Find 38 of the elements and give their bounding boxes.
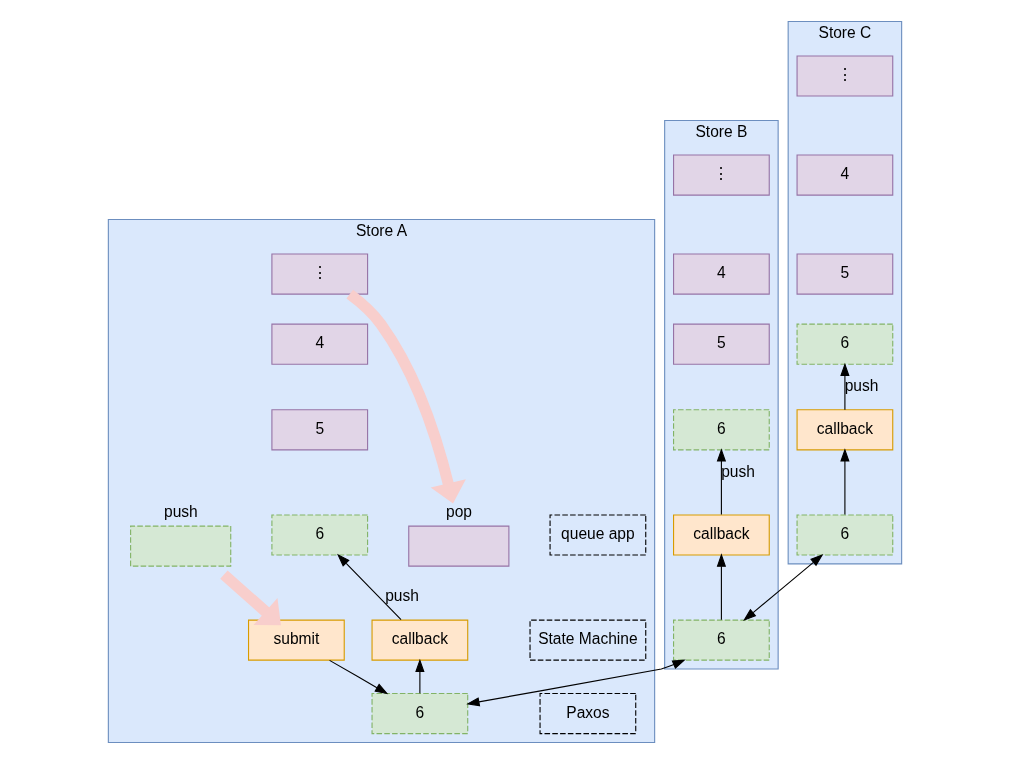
arrow bbox=[415, 658, 425, 694]
node-box: 4 bbox=[271, 323, 369, 365]
node-box: 4 bbox=[796, 154, 894, 196]
node-box: 5 bbox=[796, 253, 894, 295]
edge-label: push bbox=[385, 587, 419, 605]
node-box: 5 bbox=[271, 409, 369, 451]
node-box: callback bbox=[796, 409, 894, 451]
node-box: submit bbox=[248, 619, 345, 661]
node-box: 6 bbox=[271, 514, 369, 556]
node-box: queue app bbox=[549, 514, 647, 556]
node-box: ⋮ bbox=[673, 154, 770, 196]
node-box: 6 bbox=[673, 619, 770, 661]
node-label: push bbox=[163, 503, 198, 521]
node-box: 4 bbox=[673, 253, 770, 295]
arrow bbox=[743, 554, 824, 621]
arrow bbox=[466, 659, 686, 707]
arrow bbox=[840, 448, 850, 516]
node-label: pop bbox=[446, 503, 472, 521]
edge-label: push bbox=[844, 377, 879, 395]
node-box: State Machine bbox=[529, 619, 647, 661]
node-box: Paxos bbox=[539, 692, 637, 735]
node-box: callback bbox=[673, 514, 770, 556]
node-box: 5 bbox=[673, 323, 770, 365]
arrow bbox=[716, 448, 727, 516]
node-box: callback bbox=[371, 619, 469, 661]
arrow bbox=[337, 553, 402, 621]
arrow bbox=[716, 553, 727, 621]
node-box: 6 bbox=[371, 692, 469, 735]
edge-label: push bbox=[721, 462, 755, 480]
node-box: 6 bbox=[673, 409, 770, 451]
node-box: ⋮ bbox=[271, 253, 369, 295]
node-box: 6 bbox=[796, 514, 894, 556]
arrow bbox=[220, 570, 281, 626]
arrow bbox=[840, 362, 850, 411]
arrow bbox=[346, 289, 466, 504]
arrow bbox=[329, 659, 389, 695]
node-box: 6 bbox=[796, 323, 894, 365]
node-box: ⋮ bbox=[796, 55, 894, 97]
